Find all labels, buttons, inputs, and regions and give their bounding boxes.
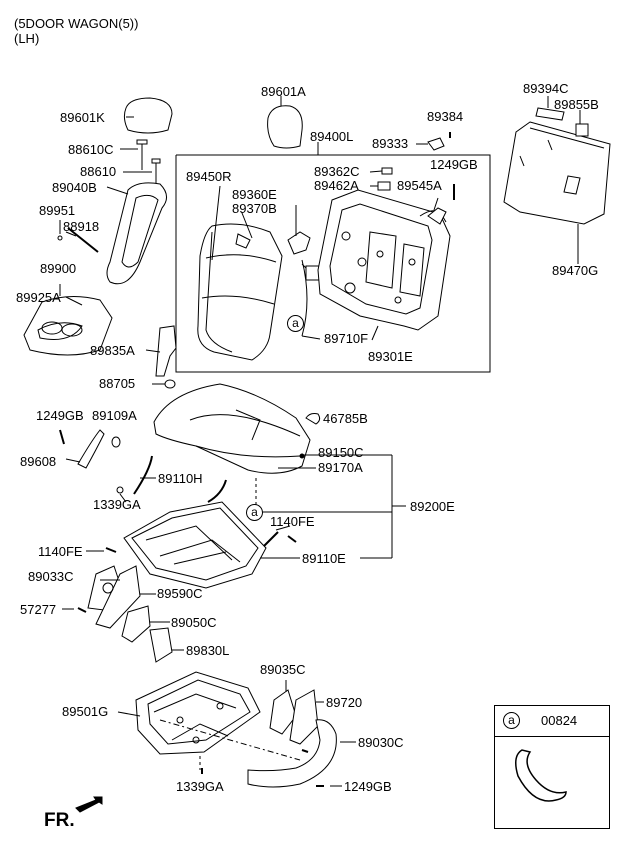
label-88918: 88918 bbox=[63, 219, 100, 234]
label-89951: 89951 bbox=[39, 203, 76, 218]
label-89370b: 89370B bbox=[232, 201, 277, 216]
label-1249gb-bottom: 1249GB bbox=[344, 779, 392, 794]
label-89362c: 89362C bbox=[314, 164, 360, 179]
header-side: (LH) bbox=[14, 31, 40, 46]
legend-part-number: 00824 bbox=[541, 713, 578, 728]
label-89110h: 89110H bbox=[158, 471, 203, 486]
callout-a-seatback: a bbox=[287, 315, 304, 332]
label-89470g: 89470G bbox=[552, 263, 599, 278]
cover-89030c bbox=[247, 719, 337, 788]
label-89033c: 89033C bbox=[28, 569, 74, 584]
label-89501g: 89501G bbox=[62, 704, 109, 719]
label-89301e: 89301E bbox=[368, 349, 413, 364]
headrest-89601a bbox=[267, 105, 303, 149]
seat-frame-89110e bbox=[123, 501, 267, 589]
seat-cushion-89150c bbox=[153, 383, 311, 474]
header-variant: (5DOOR WAGON(5)) bbox=[14, 16, 139, 31]
headrest-89601k bbox=[123, 97, 173, 134]
seat-track-frame-89501g bbox=[135, 671, 261, 755]
label-89040b: 89040B bbox=[52, 180, 97, 195]
label-89590c: 89590C bbox=[157, 586, 203, 601]
trim-89470g bbox=[503, 121, 611, 225]
label-46785b: 46785B bbox=[323, 411, 368, 426]
legend-box: a 00824 bbox=[494, 705, 610, 829]
label-89333: 89333 bbox=[372, 136, 409, 151]
side-bolster-89040b bbox=[106, 182, 167, 285]
fr-arrow-icon bbox=[75, 796, 103, 813]
label-88610: 88610 bbox=[80, 164, 117, 179]
label-1249gb-top: 1249GB bbox=[430, 157, 478, 172]
label-89835a: 89835A bbox=[90, 343, 135, 358]
label-88610c: 88610C bbox=[68, 142, 114, 157]
label-89035c: 89035C bbox=[260, 662, 306, 677]
label-89170a: 89170A bbox=[318, 460, 363, 475]
label-89450r: 89450R bbox=[186, 169, 232, 184]
label-1339ga-mid: 1339GA bbox=[93, 497, 141, 512]
seatback-cover-89450r bbox=[197, 223, 283, 361]
legend-symbol: a bbox=[503, 712, 520, 729]
label-1140fe-left: 1140FE bbox=[38, 544, 83, 559]
armrest-89900 bbox=[23, 296, 113, 356]
label-89830l: 89830L bbox=[186, 643, 230, 658]
bracket-89608 bbox=[77, 429, 105, 469]
label-89384: 89384 bbox=[427, 109, 464, 124]
bracket-89050c bbox=[121, 605, 151, 643]
label-89925a: 89925A bbox=[16, 290, 61, 305]
label-89394c: 89394C bbox=[523, 81, 569, 96]
clip-00824-icon bbox=[515, 749, 567, 802]
label-1339ga-bottom: 1339GA bbox=[176, 779, 224, 794]
label-89050c: 89050C bbox=[171, 615, 217, 630]
label-89608: 89608 bbox=[20, 454, 57, 469]
label-89200e: 89200E bbox=[410, 499, 455, 514]
label-89360e: 89360E bbox=[232, 187, 277, 202]
label-89601a: 89601A bbox=[261, 84, 306, 99]
label-89720: 89720 bbox=[326, 695, 363, 710]
label-89110e: 89110E bbox=[302, 551, 346, 566]
label-89545a: 89545A bbox=[397, 178, 442, 193]
front-direction-label: FR. bbox=[44, 810, 75, 831]
label-89900: 89900 bbox=[40, 261, 77, 276]
buckle-89835a bbox=[155, 325, 177, 377]
legend-header: a 00824 bbox=[495, 706, 609, 737]
label-89109a: 89109A bbox=[92, 408, 137, 423]
label-1249gb-mid: 1249GB bbox=[36, 408, 84, 423]
label-89601k: 89601K bbox=[60, 110, 105, 125]
label-89855b: 89855B bbox=[554, 97, 599, 112]
label-57277: 57277 bbox=[20, 602, 57, 617]
label-89710f: 89710F bbox=[324, 331, 369, 346]
label-89462a: 89462A bbox=[314, 178, 359, 193]
label-89150c: 89150C bbox=[318, 445, 364, 460]
label-88705: 88705 bbox=[99, 376, 136, 391]
label-1140fe-right: 1140FE bbox=[270, 514, 315, 529]
callout-a-cushion: a bbox=[246, 504, 263, 521]
seatback-frame-box bbox=[175, 154, 491, 373]
label-89030c: 89030C bbox=[358, 735, 404, 750]
label-89400l: 89400L bbox=[310, 129, 354, 144]
